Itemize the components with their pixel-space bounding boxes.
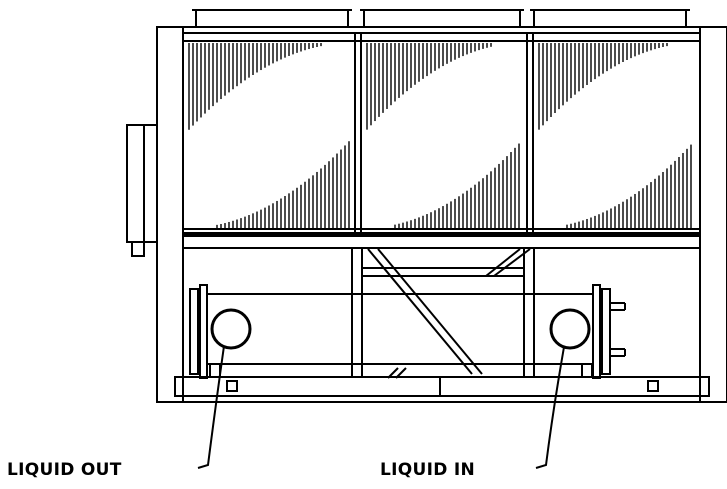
- liquid-out-nozzle: [210, 308, 252, 350]
- fan-collars: [192, 9, 690, 28]
- lower-frame: [183, 247, 700, 379]
- base-rail: [174, 376, 710, 397]
- liquid-in-label: LIQUID IN: [380, 460, 475, 480]
- heat-exchanger: [189, 284, 626, 379]
- fan-collar-right: [530, 9, 690, 28]
- fan-collar-left: [192, 9, 352, 28]
- liquid-in-nozzle: [549, 308, 591, 350]
- fan-collar-middle: [360, 9, 524, 28]
- coil-fin-hatching: [188, 43, 692, 228]
- condenser-coils: [183, 33, 700, 237]
- liquid-out-leader: [197, 345, 225, 469]
- liquid-out-label: LIQUID OUT: [7, 460, 122, 480]
- liquid-in-leader: [535, 346, 565, 469]
- control-box: [126, 124, 158, 257]
- leader-lines: [197, 345, 565, 469]
